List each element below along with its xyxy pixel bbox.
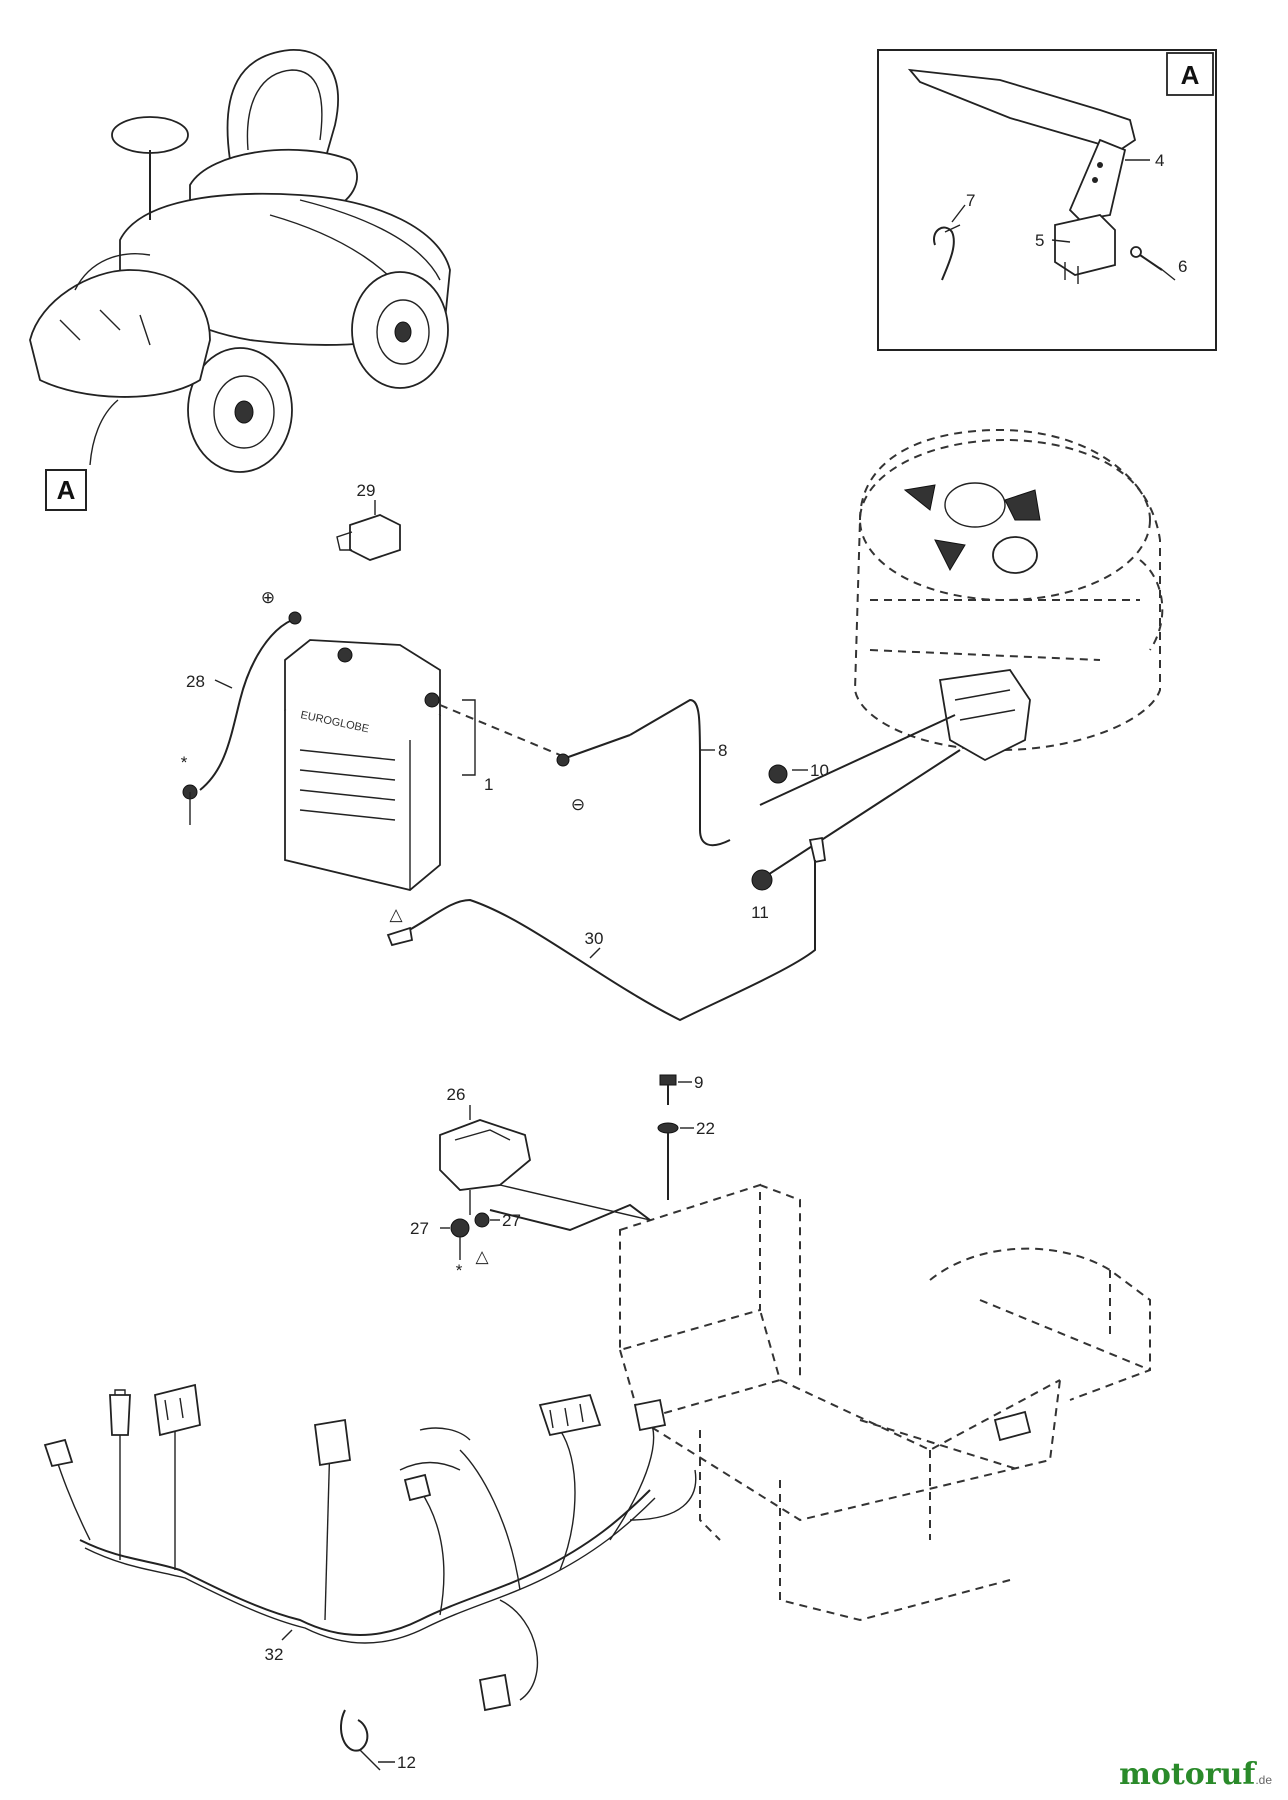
engine-illustration [853, 428, 1164, 762]
chassis-frame [619, 1183, 1151, 1622]
battery: EUROGLOBE [284, 639, 441, 891]
ground-star-2: * [456, 1261, 463, 1280]
plus-symbol: ⊕ [261, 588, 275, 607]
brand-logo-text: motoruf [1119, 1757, 1256, 1792]
nut-10 [768, 764, 788, 784]
tri-symbol-2: △ [475, 1247, 489, 1266]
neg-terminal [559, 734, 631, 761]
starter-cable-10 [759, 714, 956, 806]
part-29-relay [336, 500, 401, 561]
minus-symbol: ⊖ [571, 795, 585, 814]
detail-box-A-label: A [1181, 60, 1200, 90]
label-1: 1 [484, 775, 493, 794]
label-29: 29 [357, 481, 376, 500]
label-27-right: 27 [502, 1211, 521, 1230]
label-10: 10 [810, 761, 829, 780]
brand-logo: motoruf.de [1119, 1757, 1272, 1792]
nut-27-left [450, 1218, 470, 1238]
mower-illustration [29, 49, 451, 473]
label-6: 6 [1178, 257, 1187, 276]
label-27-left: 27 [410, 1219, 429, 1238]
callout-arrow-A [89, 399, 119, 466]
nut-11 [751, 869, 773, 891]
label-22: 22 [696, 1119, 715, 1138]
label-7: 7 [966, 191, 975, 210]
cable-28 [199, 619, 293, 791]
label-32: 32 [265, 1645, 284, 1664]
label-4: 4 [1155, 151, 1164, 170]
brand-logo-suffix: .de [1255, 1773, 1272, 1787]
cable-tie-12 [340, 1709, 381, 1771]
neg-link-dash [439, 704, 561, 756]
switch-26-cable [489, 1203, 651, 1232]
starter-cable-11 [759, 749, 961, 881]
label-8: 8 [718, 741, 727, 760]
label-30: 30 [585, 929, 604, 948]
bolt-9 [659, 1074, 677, 1105]
ground-star-1: * [181, 753, 188, 772]
label-12: 12 [397, 1753, 416, 1772]
washer-22 [657, 1122, 679, 1134]
nut-27-right [474, 1212, 490, 1228]
detail-box-A: A [877, 49, 1217, 351]
label-28: 28 [186, 672, 205, 691]
label-26: 26 [447, 1085, 466, 1104]
label-5: 5 [1035, 231, 1044, 250]
switch-26 [439, 1105, 651, 1221]
cable-30 [399, 860, 816, 1022]
label-9: 9 [694, 1073, 703, 1092]
wiring-harness-32 [43, 1383, 697, 1712]
callout-box-A [45, 469, 87, 511]
cable-8 [629, 698, 731, 847]
callout-label-A: A [57, 475, 76, 505]
tri-symbol-1: △ [389, 905, 403, 924]
label-11: 11 [751, 903, 769, 922]
